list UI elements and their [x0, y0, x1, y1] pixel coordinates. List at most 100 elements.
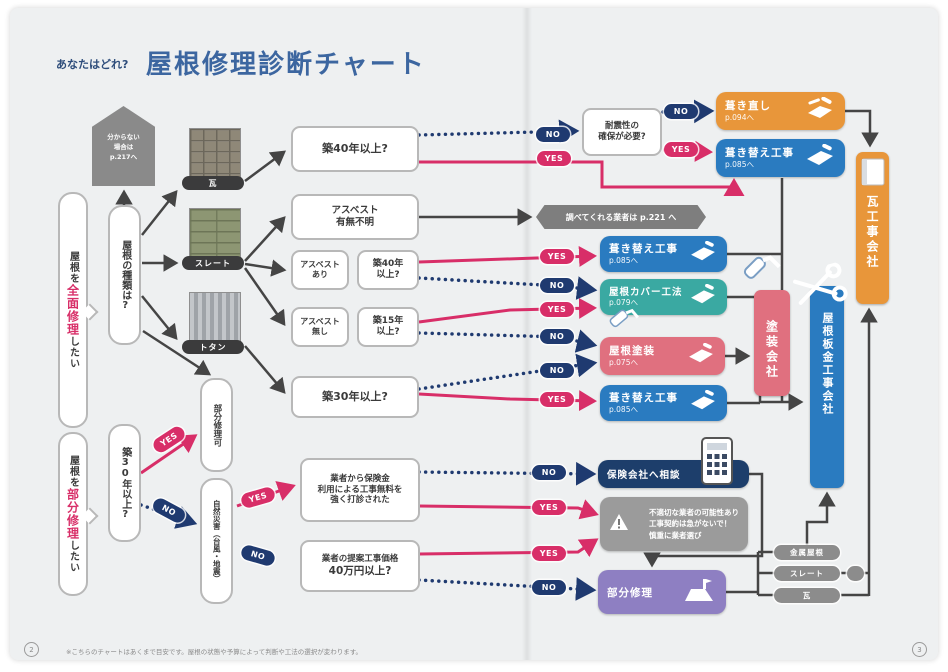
asbestos-no-line2: 無し — [312, 327, 328, 336]
asbestos-no-box: アスベスト 無し — [291, 307, 349, 347]
warning-icon — [609, 513, 629, 535]
partial-repair-label: 部分修理 — [607, 586, 653, 599]
goal-full-repair-box: 屋根を全面修理したい — [58, 192, 99, 428]
yes-pill: YES — [537, 151, 571, 166]
kawara-roof-pill: 瓦 — [774, 588, 840, 603]
yes-pill: YES — [532, 500, 566, 515]
page-eyebrow: あなたはどれ? — [56, 58, 129, 71]
asbestos-yes-box: アスベスト あり — [291, 250, 349, 290]
price-line1: 業者の提案工事価格 — [321, 554, 399, 565]
yes-pill: YES — [540, 249, 574, 264]
insurance-line1: 業者から保険金 — [330, 474, 390, 485]
consult-insurance-label: 保険会社へ相談 — [607, 470, 681, 481]
q40b-line2: 以上? — [376, 270, 400, 280]
fukikae-bottom-page: p.085へ — [609, 404, 638, 414]
page-title: 屋根修理診断チャート — [146, 50, 426, 80]
warning-line2: 工事契約は急がないで！ — [649, 519, 732, 529]
no-pill: NO — [532, 580, 566, 595]
partial-ok-text: 部分修理可 — [211, 403, 222, 447]
fukikae-mid-page: p.085へ — [609, 255, 638, 265]
goal-partial-repair-box: 屋根を部分修理したい — [58, 432, 99, 596]
paint-roller-icon — [606, 299, 651, 344]
outcome-partial-repair-box: 部分修理 — [598, 570, 726, 614]
price-line2: 40万円以上? — [328, 564, 392, 577]
taishin-line1: 耐震性の — [604, 121, 639, 132]
roof-type-question: 屋根の種類は? — [119, 239, 131, 311]
kawara-company-label: 瓦工事会社 — [865, 195, 879, 270]
no-pill: NO — [536, 127, 570, 142]
q-built-40b-box: 築40年 以上? — [357, 250, 419, 290]
insurance-line2: 利用による工事無料を — [317, 484, 403, 495]
tools-icon — [804, 96, 836, 125]
line-junction-badge — [847, 566, 864, 581]
partial-ok-box: 部分修理可 — [200, 378, 233, 472]
contractor-warning-box: 不適切な業者の可能性あり 工事契約は急がないで！ 慎重に業者選び — [600, 497, 748, 551]
q15-line1: 築15年 — [372, 315, 404, 326]
q-price-40man-box: 業者の提案工事価格 40万円以上? — [300, 540, 420, 592]
taishin-line2: 確保が必要? — [598, 132, 646, 142]
page-number-right: 3 — [912, 642, 927, 657]
yes-pill: YES — [664, 142, 698, 157]
kawara-company-box: 瓦工事会社 — [856, 152, 889, 304]
q-built-30-vertical-box: 築30年以上? — [108, 424, 141, 542]
q-built-30-box: 築30年以上? — [291, 376, 419, 418]
page-fold — [522, 8, 532, 660]
no-pill: NO — [540, 363, 574, 378]
full-repair-suffix: したい — [67, 336, 79, 369]
yes-pill: YES — [540, 392, 574, 407]
partial-repair-prefix: 屋根を — [67, 455, 79, 488]
cover-title: 屋根カバー工法 — [609, 286, 683, 298]
tosou-title: 屋根塗装 — [609, 345, 655, 358]
house-note-line1: 分からない — [107, 133, 140, 141]
asbestos-no-line1: アスベスト — [300, 317, 340, 326]
house-note-line3: p.217へ — [109, 153, 138, 161]
fukinaoshi-page: p.094へ — [725, 112, 754, 122]
q-earthquake-resistance-box: 耐震性の 確保が必要? — [582, 108, 662, 156]
trowel-icon — [688, 240, 718, 267]
yes-pill: YES — [540, 302, 574, 317]
slate-roof-label: スレート — [182, 256, 244, 270]
page-number-left: 2 — [24, 642, 39, 657]
house-note-line2: 場合は — [113, 143, 134, 151]
footnote: ※こちらのチャートはあくまで目安です。屋根の状態や予算によって判断や工法の選択が… — [66, 648, 363, 656]
cover-page: p.079へ — [609, 298, 638, 308]
asbestos-unknown-line2: 有無不明 — [335, 217, 374, 228]
fukikae-top-title: 葺き替え工事 — [725, 147, 794, 160]
natural-disaster-box: 自然災害（台風・地震） — [200, 478, 233, 604]
yes-pill: YES — [532, 546, 566, 561]
natural-disaster-text: 自然災害（台風・地震） — [212, 499, 222, 583]
trowel-icon — [688, 283, 718, 310]
no-pill: NO — [664, 104, 698, 119]
scissors-icon — [785, 262, 850, 319]
trowel-icon — [686, 342, 716, 369]
calculator-icon — [700, 436, 734, 490]
bankin-company-box: 屋根板金工事会社 — [810, 286, 844, 488]
unknown-contractor-note: 調べてくれる業者は p.221 へ — [536, 205, 706, 229]
fukikae-mid-title: 葺き替え工事 — [609, 243, 678, 256]
tosou-company-label: 塗装会社 — [764, 320, 779, 380]
asbestos-yes-line2: あり — [312, 270, 328, 279]
q-built-15-box: 築15年 以上? — [357, 307, 419, 347]
trowel-icon — [804, 143, 836, 172]
insurance-line3: 強く打診された — [330, 495, 390, 506]
roof-type-question-box: 屋根の種類は? — [108, 205, 141, 345]
slate-roof-pill: スレート — [774, 566, 840, 581]
paint-roller-icon — [740, 243, 795, 298]
house-repair-icon — [681, 575, 717, 609]
warning-line1: 不適切な業者の可能性あり — [649, 508, 739, 518]
partial-repair-suffix: したい — [67, 540, 79, 573]
kawara-roof-image — [189, 128, 241, 184]
kinzoku-roof-pill: 金属屋根 — [774, 545, 840, 560]
fukinaoshi-title: 葺き直し — [725, 100, 771, 113]
warning-line3: 慎重に業者選び — [649, 530, 702, 540]
book-icon — [860, 157, 886, 191]
asbestos-yes-line1: アスベスト — [300, 260, 340, 269]
totan-roof-label: トタン — [182, 340, 244, 354]
q-insurance-pitch-box: 業者から保険金 利用による工事無料を 強く打診された — [300, 458, 420, 522]
kawara-roof-label: 瓦 — [182, 176, 244, 190]
